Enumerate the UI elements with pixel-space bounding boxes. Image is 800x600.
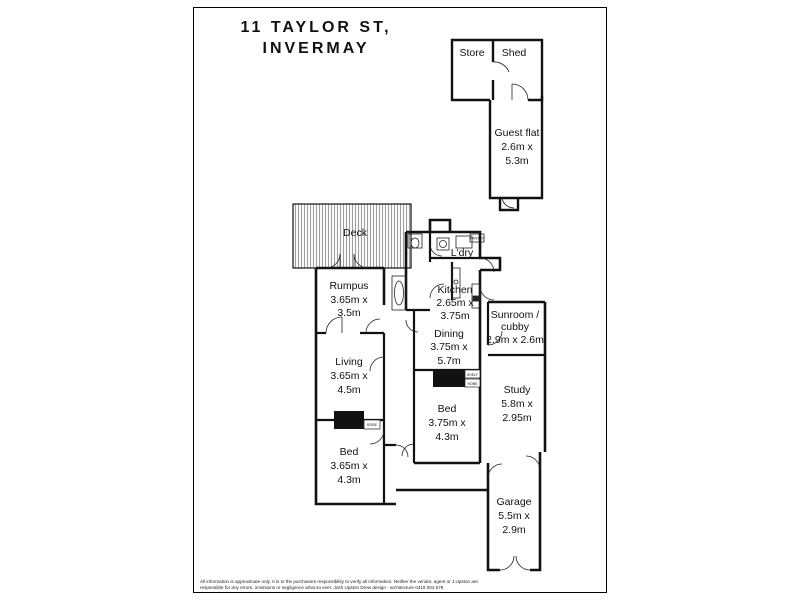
disclaimer-line-2: responsible for any errors, omissions or… — [200, 584, 444, 590]
bathroom-fixtures — [391, 233, 485, 311]
study-label: Study — [504, 384, 532, 396]
fireplace-dining — [433, 370, 465, 387]
rumpus-dims-1: 3.65m x — [330, 294, 368, 306]
robe-left — [363, 419, 381, 430]
garage-dims-1: 5.5m x — [498, 510, 530, 522]
guest-flat-label: Guest flat — [495, 127, 540, 139]
deck-label: Deck — [343, 227, 368, 239]
shed-label: Shed — [502, 47, 527, 59]
store-label: Store — [459, 47, 484, 59]
deck — [292, 203, 412, 269]
kitchen-bench — [471, 283, 481, 309]
kitchen-label: Kitchen — [437, 284, 472, 296]
bed-left-dims-1: 3.65m x — [330, 460, 368, 472]
living-label: Living — [335, 356, 363, 368]
fireplace-living — [334, 411, 364, 429]
guest-flat-dims-2: 5.3m — [505, 155, 529, 167]
robe-centre — [464, 378, 481, 388]
robe-left-label: ROBE — [367, 423, 378, 427]
rumpus-label: Rumpus — [329, 280, 368, 292]
sunroom-label-2: cubby — [501, 321, 530, 333]
address-line-2: INVERMAY — [262, 40, 370, 57]
bed-centre-label: Bed — [438, 403, 457, 415]
living-dims-2: 4.5m — [337, 384, 361, 396]
shelf-label: SHELF — [467, 373, 478, 377]
living-dims-1: 3.65m x — [330, 370, 368, 382]
shelf-unit — [464, 369, 481, 379]
disclaimer-line-1: All information is approximate only. It … — [200, 579, 478, 584]
store-shed-outline — [450, 38, 544, 102]
bed-centre-dims-2: 4.3m — [435, 431, 459, 443]
guest-flat-outline — [488, 96, 544, 212]
sunroom-dims: 2.9m x 2.6m — [486, 334, 544, 346]
guest-flat-dims-1: 2.6m x — [501, 141, 533, 153]
study-dims-1: 5.8m x — [501, 398, 533, 410]
laundry-label: L'dry — [451, 247, 474, 259]
shed-door — [492, 61, 529, 101]
interior-doors — [325, 243, 541, 571]
sunroom-label-1: Sunroom / — [491, 309, 540, 321]
dining-dims-1: 3.75m x — [430, 341, 468, 353]
kitchen-dims-2: 3.75m — [440, 310, 469, 322]
bed-left-label: Bed — [340, 446, 359, 458]
garage-label: Garage — [496, 496, 531, 508]
bed-centre-dims-1: 3.75m x — [428, 417, 466, 429]
dining-dims-2: 5.7m — [437, 355, 461, 367]
kitchen-dims-1: 2.65m x — [436, 297, 474, 309]
garage-dims-2: 2.9m — [502, 524, 526, 536]
rumpus-dims-2: 3.5m — [337, 307, 361, 319]
disclaimer-text: All information is approximate only. It … — [200, 579, 500, 590]
floor-plan-sheet — [193, 7, 607, 593]
pantry-label: PANTRY — [470, 237, 485, 241]
dining-label: Dining — [434, 328, 464, 340]
address-line-1: 11 TAYLOR ST, — [240, 19, 392, 36]
bed-left-dims-2: 4.3m — [337, 474, 361, 486]
guest-flat-door — [501, 197, 515, 209]
robe-centre-label: ROBE — [468, 382, 479, 386]
study-dims-2: 2.95m — [502, 412, 531, 424]
